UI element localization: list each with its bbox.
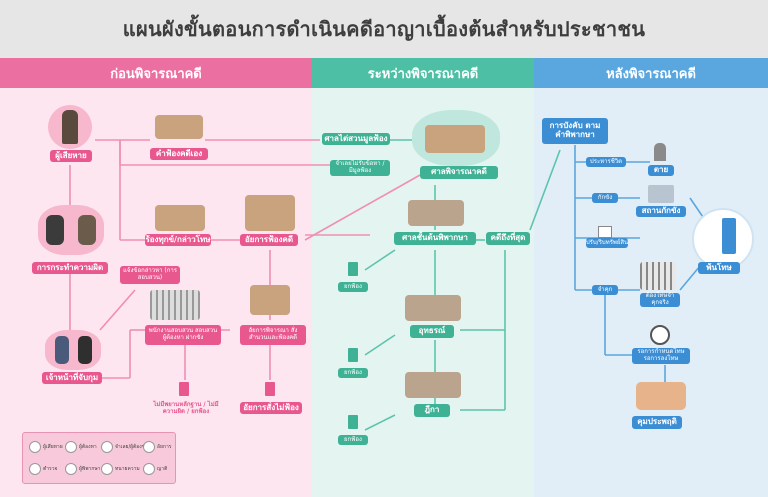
legend-avatar-icon xyxy=(101,441,113,453)
legend-avatar-icon xyxy=(143,463,155,475)
appeal-label: อุทธรณ์ xyxy=(410,325,454,338)
crime-label: การกระทำความผิด xyxy=(32,262,108,274)
legend-item-defendant: จำเลย/ผู้ต้องขัง xyxy=(101,441,148,453)
offender-figure-icon xyxy=(46,215,64,245)
legend-text: อัยการ xyxy=(157,444,172,450)
report-note: แจ้งข้อกล่าวหา (การสอบสวน) xyxy=(120,266,180,284)
prison-label: จำคุก xyxy=(592,285,618,295)
legend-avatar-icon xyxy=(65,441,77,453)
supreme-illustration xyxy=(405,372,461,398)
victim2-figure-icon xyxy=(78,215,96,245)
legend-text: ผู้พิพากษา xyxy=(79,466,101,472)
probation-note: รอการกำหนดโทษ รอการลงโทษ xyxy=(632,348,690,364)
release-note: ไม่มีพยานหลักฐาน / ไม่มีความผิด / ยกฟ้อง xyxy=(153,401,219,415)
probation-figures-icon xyxy=(636,382,686,410)
legend-avatar-icon xyxy=(101,463,113,475)
legend-item-suspect: ผู้ต้องหา xyxy=(65,441,97,453)
first-court-label: ศาลชั้นต้นพิพากษา xyxy=(394,232,476,245)
legend-text: จำเลย/ผู้ต้องขัง xyxy=(115,444,148,450)
victim-figure-icon xyxy=(62,110,78,144)
dismissed-label-1: ยกฟ้อง xyxy=(338,282,368,292)
death-penalty-label: ประหารชีวิต xyxy=(586,157,626,167)
supreme-label: ฎีกา xyxy=(414,404,450,417)
legend-item-police: ตำรวจ xyxy=(29,463,57,475)
prosecutor-review-illustration xyxy=(250,285,290,315)
legend-text: ทนายความ xyxy=(115,466,140,472)
column-header-before: ก่อนพิจารณาคดี xyxy=(0,58,312,88)
suspect-figure-icon xyxy=(78,336,92,364)
building-icon xyxy=(648,185,674,203)
legend-item-relative: ญาติ xyxy=(143,463,167,475)
death-label: ตาย xyxy=(648,165,674,176)
appeal-illustration xyxy=(405,295,461,321)
prosecutor-illustration xyxy=(245,195,295,231)
legend-avatar-icon xyxy=(29,463,41,475)
preliminary-hearing-label: ศาลไต่สวนมูลฟ้อง xyxy=(322,133,390,145)
legend-item-victim: ผู้เสียหาย xyxy=(29,441,63,453)
dismiss-document-icon xyxy=(348,262,358,276)
preliminary-note: จำเลยไม่รับข้อหา / มีมูลฟ้อง xyxy=(330,160,390,176)
legend-item-lawyer: ทนายความ xyxy=(101,463,140,475)
document-icon xyxy=(179,382,189,396)
probation-label: คุมประพฤติ xyxy=(632,416,682,429)
door-icon xyxy=(722,218,736,254)
legend-box: ผู้เสียหาย ผู้ต้องหา จำเลย/ผู้ต้องขัง อั… xyxy=(22,432,176,484)
legend-text: ผู้เสียหาย xyxy=(43,444,63,450)
legend-text: ตำรวจ xyxy=(43,466,58,472)
column-header-after: หลังพิจารณาคดี xyxy=(534,58,768,88)
legend-avatar-icon xyxy=(65,463,77,475)
final-judgment-label: คดีถึงที่สุด xyxy=(486,232,530,245)
document-icon-2 xyxy=(265,382,275,396)
release-label: พ้นโทษ xyxy=(698,262,740,274)
court-trial-label: ศาลพิจารณาคดี xyxy=(420,166,498,179)
dismiss-document-icon-3 xyxy=(348,415,358,429)
dismiss-document-icon-2 xyxy=(348,348,358,362)
private-suit-label: คำฟ้องคดีเอง xyxy=(150,148,208,160)
victim-label: ผู้เสียหาย xyxy=(50,150,92,162)
officer-illustration xyxy=(45,330,101,370)
fine-document-icon xyxy=(598,226,612,238)
complaint-illustration xyxy=(155,205,205,231)
clock-icon xyxy=(650,325,670,345)
prosecutor-no-sue-label: อัยการสั่งไม่ฟ้อง xyxy=(240,402,302,414)
legend-text: ผู้ต้องหา xyxy=(79,444,97,450)
legend-avatar-icon xyxy=(29,441,41,453)
first-court-illustration xyxy=(408,200,464,226)
investigation-note: พนักงานสอบสวน สอบสวนผู้ต้องหา ฝากขัง xyxy=(145,325,221,345)
prison-cell-icon xyxy=(640,262,676,290)
private-suit-illustration xyxy=(155,115,203,139)
officer-label: เจ้าหน้าที่จับกุม xyxy=(42,372,102,384)
page-title: แผนผังขั้นตอนการดำเนินคดีอาญาเบื้องต้นสำ… xyxy=(0,0,768,58)
dismissed-label-3: ยกฟ้อง xyxy=(338,435,368,445)
detention-place-label: สถานกักขัง xyxy=(636,206,686,217)
jail-label: กักขัง xyxy=(592,193,618,203)
judge-bench-icon xyxy=(425,125,485,153)
legend-item-prosecutor: อัยการ xyxy=(143,441,171,453)
jail-cell-illustration xyxy=(150,290,200,320)
fine-label: ปรับ/ริบทรัพย์สิน xyxy=(586,238,628,248)
police-figure-icon xyxy=(55,336,69,364)
legend-item-judge: ผู้พิพากษา xyxy=(65,463,100,475)
enforcement-label: การบังคับ ตามคำพิพากษา xyxy=(542,118,608,144)
grave-icon xyxy=(654,143,666,161)
prosecutor-sue-label: อัยการฟ้องคดี xyxy=(240,234,298,246)
prison-note: ต้องโทษจำคุกจริง xyxy=(640,293,680,307)
legend-text: ญาติ xyxy=(157,466,168,472)
column-header-during: ระหว่างพิจารณาคดี xyxy=(312,58,534,88)
legend-avatar-icon xyxy=(143,441,155,453)
prosecutor-review-note: อัยการพิจารณา สั่งสำนวนและฟ้องคดี xyxy=(240,325,306,345)
dismissed-label-2: ยกฟ้อง xyxy=(338,368,368,378)
complaint-label: ร้องทุกข์/กล่าวโทษ xyxy=(145,234,211,246)
